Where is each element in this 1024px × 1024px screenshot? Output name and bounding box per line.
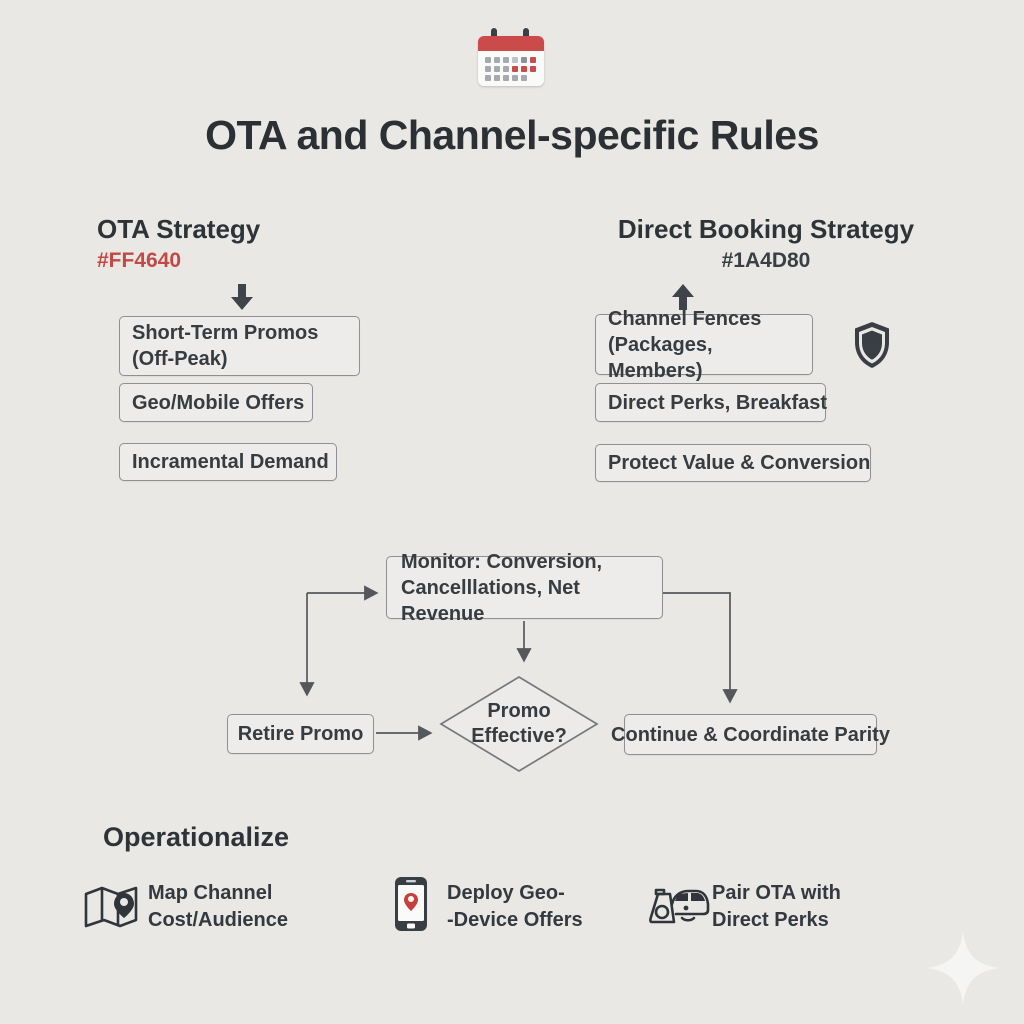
monitor-box: Monitor: Conversion, Cancelllations, Net… xyxy=(386,551,663,625)
map-icon xyxy=(84,886,138,928)
direct-box-channel-fences: Channel Fences (Packages, Members) xyxy=(595,308,813,382)
phone-icon xyxy=(395,877,427,931)
ota-box-incremental-demand: Incramental Demand xyxy=(119,443,337,481)
calendar-ring-icon xyxy=(491,28,497,43)
page-title: OTA and Channel-specific Rules xyxy=(205,112,819,158)
op-item-phone-label: Deploy Geo- -Device Offers xyxy=(447,882,583,931)
decision-label: Promo Effective? xyxy=(471,700,567,747)
shield-icon xyxy=(855,322,889,368)
direct-box-protect-value: Protect Value & Conversion xyxy=(595,444,871,482)
op-item-map-label: Map Channel Cost/Audience xyxy=(148,882,289,931)
sparkle-icon xyxy=(927,932,999,1004)
continue-parity-box: Continue & Coordinate Parity xyxy=(611,714,890,755)
down-arrow-icon xyxy=(231,284,253,310)
car-icon xyxy=(649,888,710,924)
direct-box-direct-perks: Direct Perks, Breakfast xyxy=(595,383,827,422)
direct-color-code: #1A4D80 xyxy=(721,249,811,272)
retire-promo-box: Retire Promo xyxy=(227,714,374,754)
ota-strategy-heading: OTA Strategy xyxy=(97,214,261,244)
ota-box-geo-mobile-offers: Geo/Mobile Offers xyxy=(119,383,313,422)
direct-booking-heading: Direct Booking Strategy xyxy=(617,214,915,244)
up-arrow-icon xyxy=(672,284,694,310)
ota-box-short-term-promos: Short-Term Promos (Off-Peak) xyxy=(119,316,360,376)
calendar-icon xyxy=(478,28,544,86)
op-item-car-label: Pair OTA with Direct Perks xyxy=(712,882,841,931)
operationalize-heading: Operationalize xyxy=(103,822,290,852)
calendar-ring-icon xyxy=(523,28,529,43)
ota-color-code: #FF4640 xyxy=(97,249,182,272)
